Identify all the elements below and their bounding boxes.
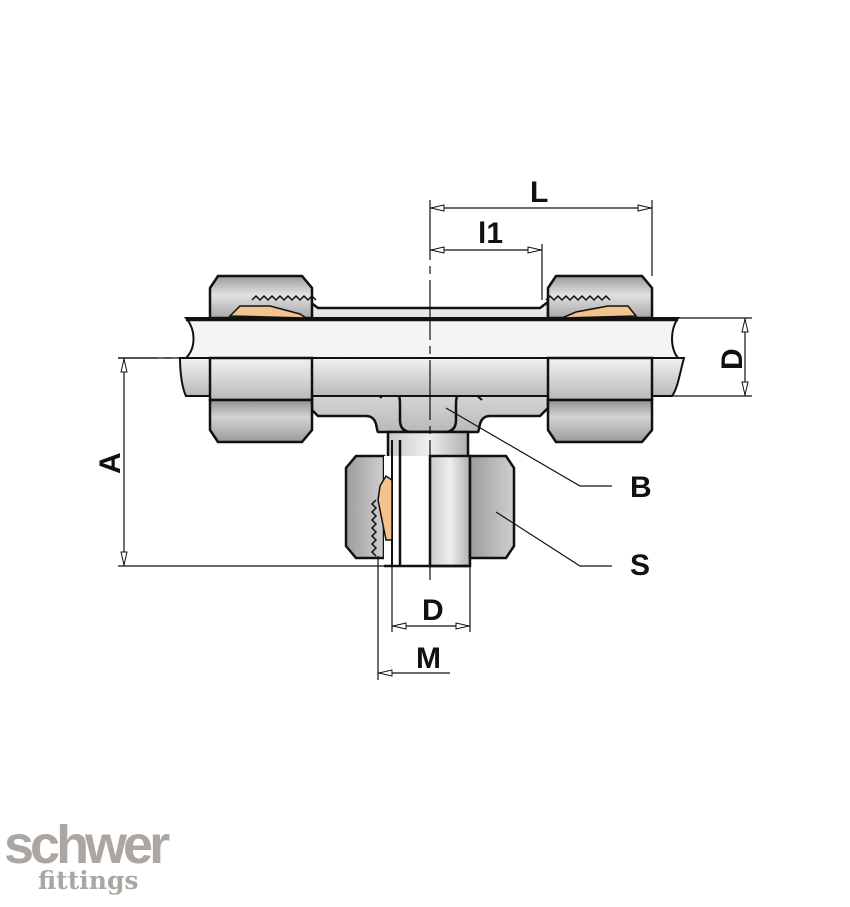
dim-label-M: M [416,642,441,675]
ferrule-left [228,305,309,319]
right-nut [545,274,654,444]
dim-label-D-bottom: D [422,594,444,627]
brand-name-top: schwer [4,815,170,875]
dim-label-B: B [630,471,652,504]
dim-label-A: A [94,452,127,474]
ferrule-bottom [377,474,393,541]
brand-name-bottom: fittings [38,866,139,895]
dimension-lines [118,200,752,680]
dim-label-S: S [630,549,650,582]
dim-label-D-right: D [716,348,749,370]
dim-label-l1: l1 [478,217,503,250]
left-nut [208,274,317,444]
brand-logo: schwer fittings [4,815,170,895]
ferrule-right [561,305,638,319]
dim-label-L: L [530,176,548,209]
branch-nut [344,440,516,568]
dimension-arrows [120,204,749,677]
